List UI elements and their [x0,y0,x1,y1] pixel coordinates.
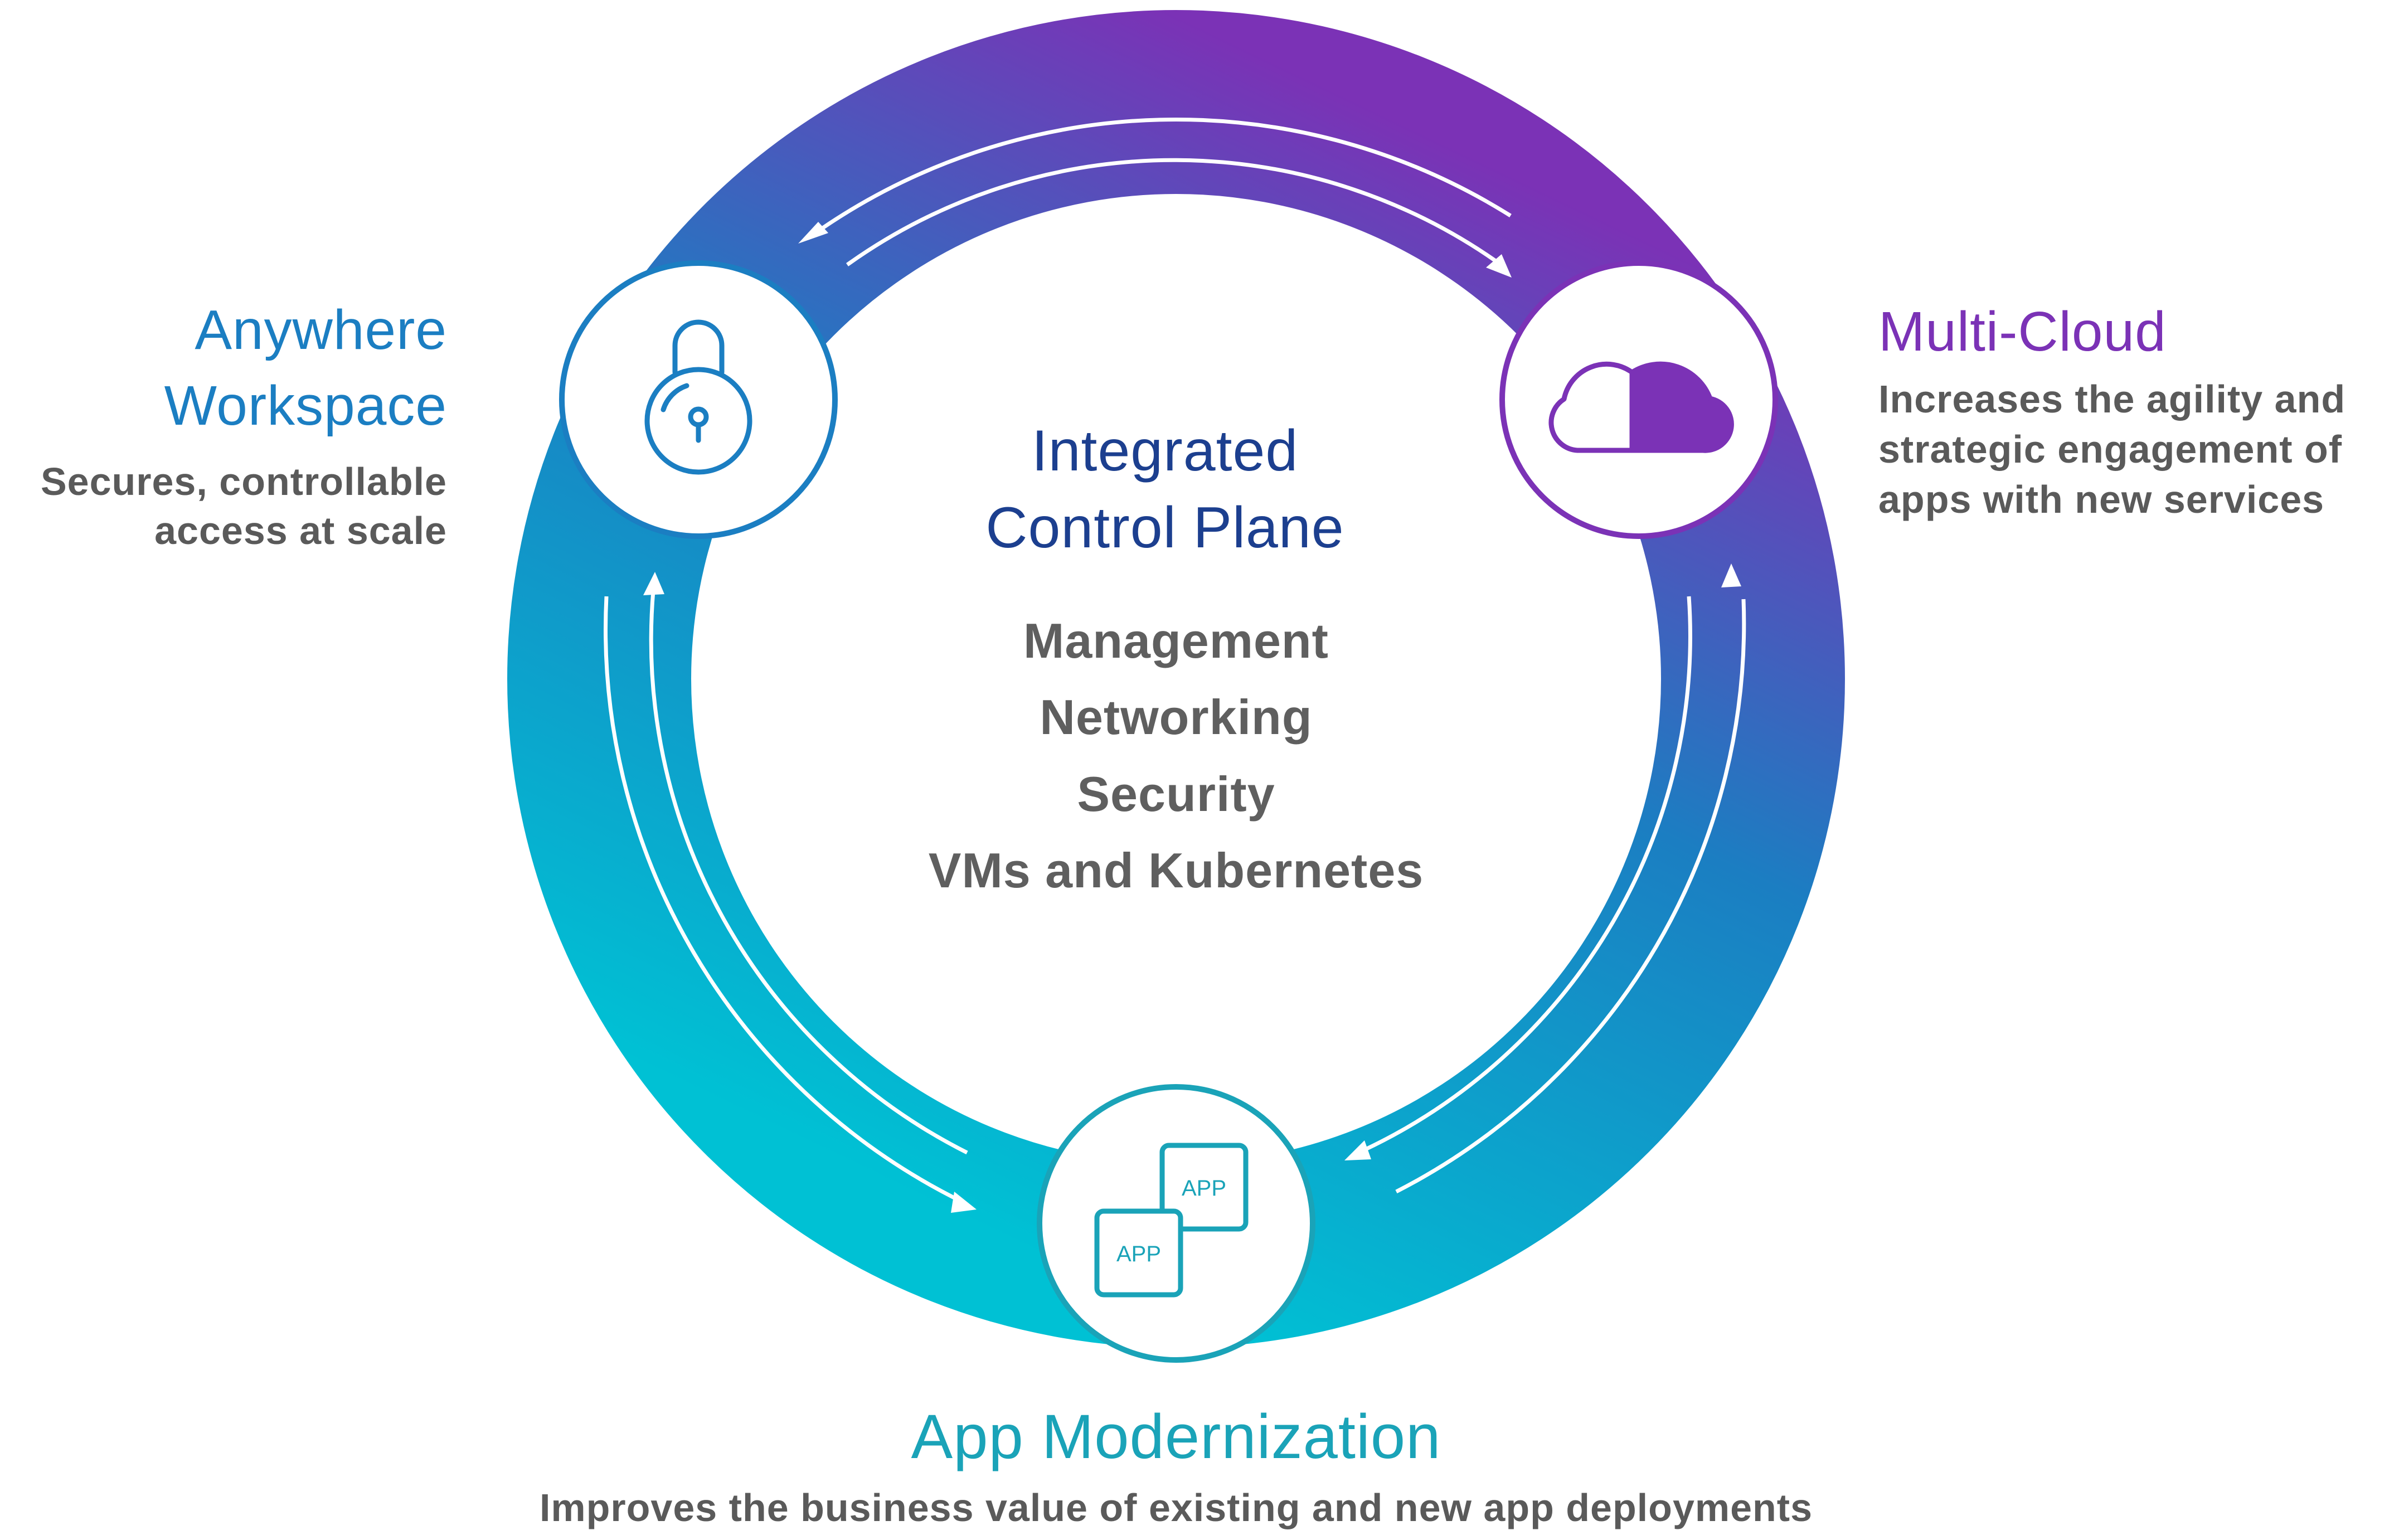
multicloud-desc-line2: strategic engagement of [1878,427,2343,471]
multicloud-node [1499,260,1778,539]
arrow-head [1721,563,1741,587]
app-label-back: APP [1182,1176,1226,1201]
center-item-vms-kubernetes: VMs and Kubernetes [928,843,1424,898]
center-title-line1: Integrated [1031,419,1299,483]
flow-arrow-right-inner [1364,596,1692,1152]
arrow-head [951,1192,977,1213]
cloud-icon [1548,361,1734,453]
flow-arrow-top-inner [846,158,1507,269]
center-item-management: Management [1023,613,1329,668]
arrow-head [1344,1140,1371,1160]
flow-arrow-right-outer [1395,599,1746,1194]
app-stack-icon: APP APP [1094,1143,1249,1298]
app-box-back [1159,1143,1249,1232]
lock-icon [644,319,752,475]
flow-arrow-left-outer [603,596,965,1205]
appmod-title: App Modernization [911,1402,1441,1471]
workspace-title-line2: Workspace [164,375,447,437]
workspace-desc-line1: Secures, controllable [40,460,447,503]
flow-arrow-top-outer [812,117,1512,236]
appmod-desc: Improves the business value of existing … [539,1486,1813,1529]
center-item-networking: Networking [1040,689,1313,745]
workspace-title-line1: Anywhere [195,299,447,361]
appmod-node: APP APP [1037,1084,1315,1363]
flow-arrow-left-inner [649,590,968,1155]
multicloud-desc-line3: apps with new services [1878,478,2325,521]
multicloud-title: Multi-Cloud [1878,300,2167,363]
arrow-head [1486,254,1512,278]
multicloud-desc-line1: Increases the agility and [1878,377,2346,421]
app-box-front [1094,1208,1183,1298]
workspace-node [559,260,838,539]
center-item-security: Security [1077,766,1275,822]
app-label-front: APP [1116,1242,1161,1266]
arrow-head [798,222,828,244]
center-title-line2: Control Plane [985,495,1344,560]
arrow-head [643,572,664,595]
workspace-desc-line2: access at scale [154,509,447,552]
